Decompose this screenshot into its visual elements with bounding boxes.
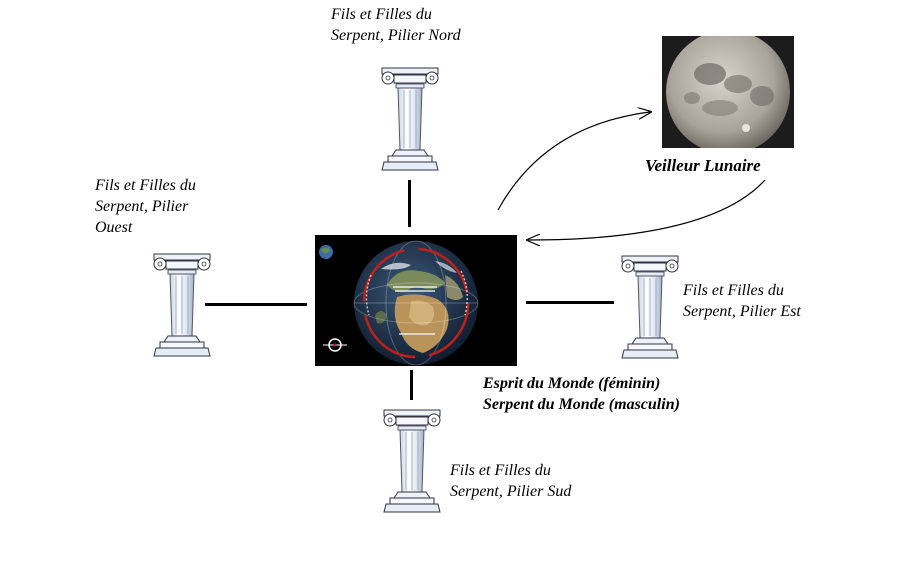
north-pillar-label: Fils et Filles du Serpent, Pilier Nord bbox=[331, 4, 461, 46]
west-label-line-1: Fils et Filles du bbox=[95, 177, 196, 194]
east-pillar-label: Fils et Filles du Serpent, Pilier Est bbox=[683, 280, 801, 322]
north-label-line-2: Serpent, Pilier Nord bbox=[331, 27, 461, 44]
arrow-to-earth bbox=[528, 179, 766, 240]
north-label-line-1: Fils et Filles du bbox=[331, 6, 432, 23]
east-label-line-1: Fils et Filles du bbox=[683, 282, 784, 299]
south-label-line-2: Serpent, Pilier Sud bbox=[450, 483, 572, 500]
west-pillar-label: Fils et Filles du Serpent, Pilier Ouest bbox=[95, 175, 196, 238]
moon-image bbox=[662, 36, 794, 148]
west-label-line-2: Serpent, Pilier bbox=[95, 198, 189, 215]
south-label-line-1: Fils et Filles du bbox=[450, 462, 551, 479]
east-connector-line bbox=[526, 301, 614, 304]
earth-globe-image bbox=[315, 235, 517, 366]
center-label-line-2: Serpent du Monde (masculin) bbox=[483, 396, 680, 413]
west-label-line-3: Ouest bbox=[95, 219, 133, 236]
east-label-line-2: Serpent, Pilier Est bbox=[683, 303, 801, 320]
north-connector-line bbox=[408, 180, 411, 227]
arrow-to-moon bbox=[497, 112, 650, 211]
west-connector-line bbox=[205, 303, 307, 306]
center-label-line-1: Esprit du Monde (féminin) bbox=[483, 375, 661, 392]
center-label: Esprit du Monde (féminin) Serpent du Mon… bbox=[483, 373, 680, 415]
moon-label: Veilleur Lunaire bbox=[645, 156, 761, 175]
south-pillar-label: Fils et Filles du Serpent, Pilier Sud bbox=[450, 460, 571, 502]
south-connector-line bbox=[410, 370, 413, 400]
